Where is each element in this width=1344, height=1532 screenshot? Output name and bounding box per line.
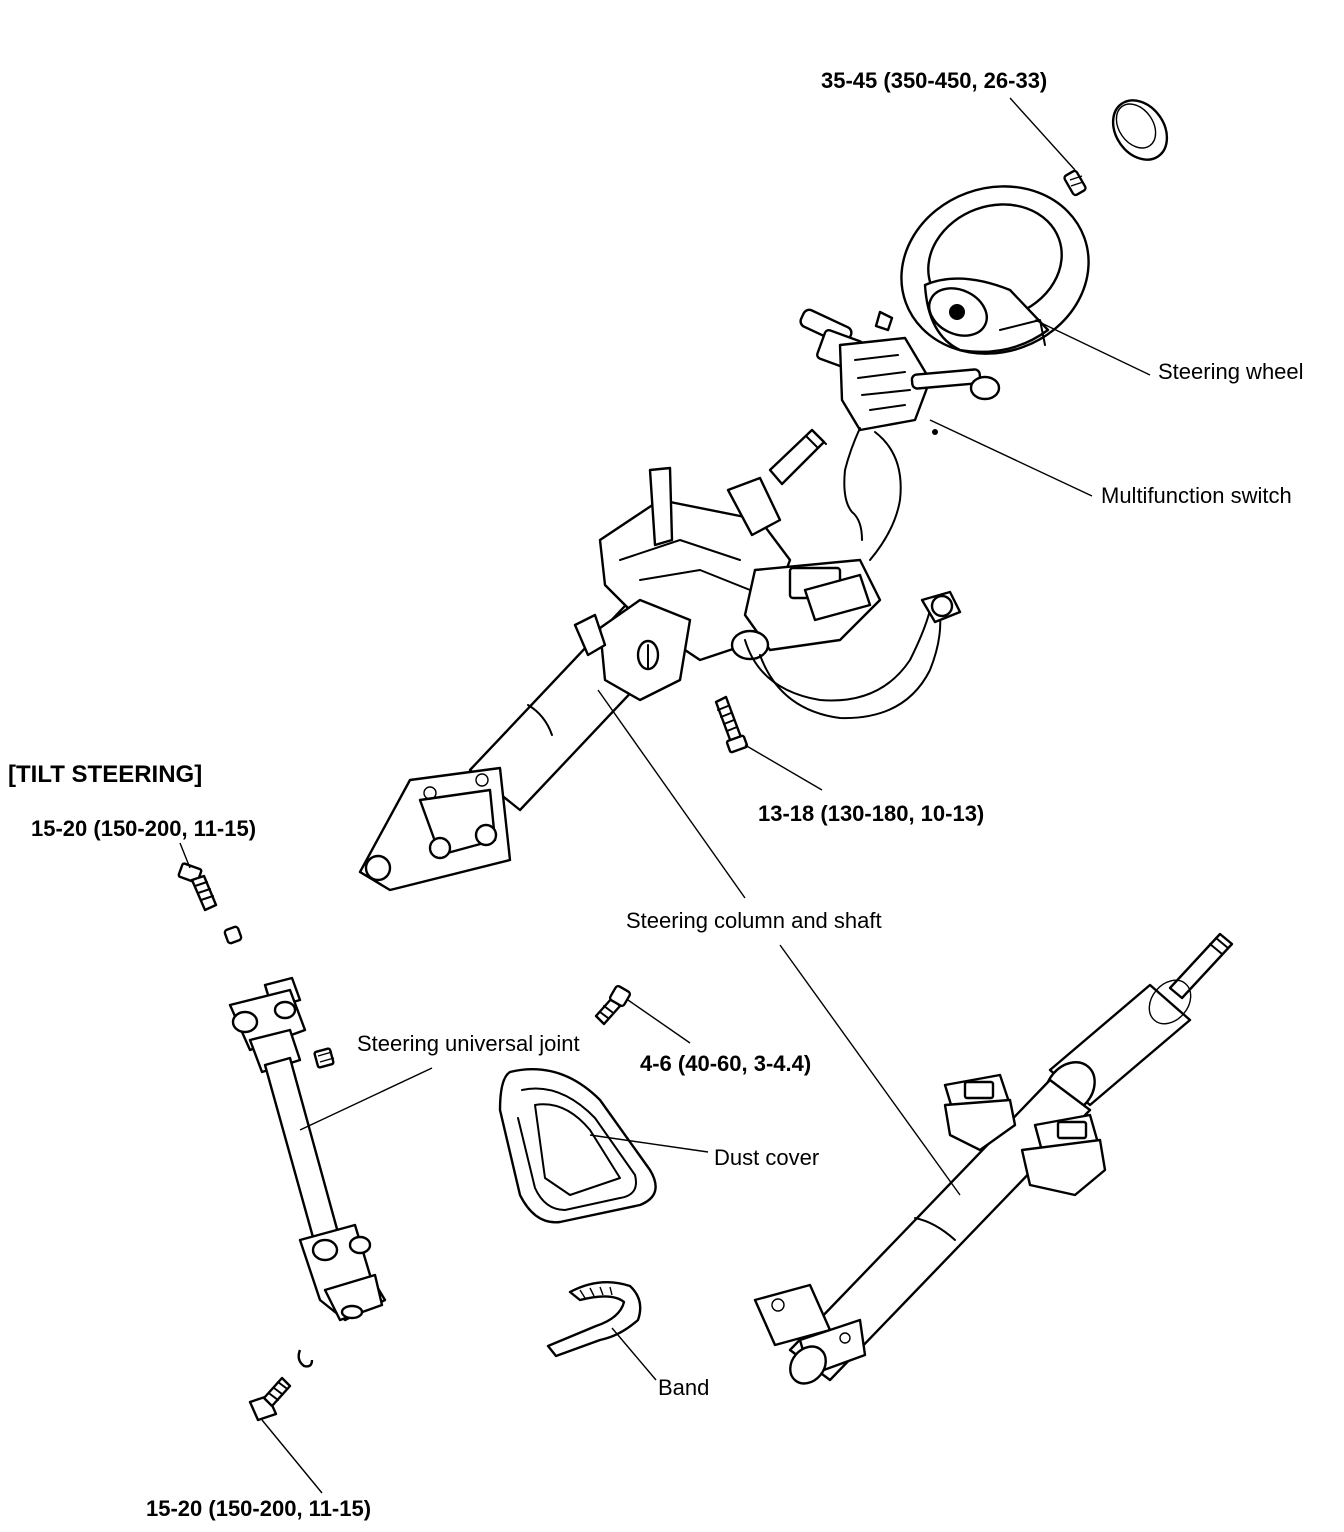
steering-universal-joint bbox=[228, 976, 387, 1322]
lower-joint-bolt bbox=[248, 1349, 314, 1422]
section-title: [TILT STEERING] bbox=[8, 761, 203, 788]
label-steering-column: Steering column and shaft bbox=[626, 908, 882, 933]
steering-wheel bbox=[900, 185, 1090, 355]
tilt-upper-bolt bbox=[177, 862, 243, 945]
label-steering-wheel: Steering wheel bbox=[1158, 359, 1304, 384]
label-band: Band bbox=[658, 1375, 710, 1400]
band bbox=[546, 1280, 642, 1358]
standard-steering-column bbox=[753, 932, 1234, 1385]
steering-wheel-nut bbox=[1063, 169, 1087, 197]
torque-tilt-upper-bolt: 15-20 (150-200, 11-15) bbox=[31, 816, 257, 841]
torque-dust-cover-bolt: 4-6 (40-60, 3-4.4) bbox=[640, 1051, 812, 1076]
label-dust-cover: Dust cover bbox=[714, 1145, 820, 1170]
dust-cover-bolt bbox=[594, 984, 632, 1026]
torque-lower-joint-bolt: 15-20 (150-200, 11-15) bbox=[146, 1496, 372, 1521]
horn-cap bbox=[1111, 99, 1169, 161]
dust-cover bbox=[498, 1068, 657, 1224]
torque-wheel-nut: 35-45 (350-450, 26-33) bbox=[821, 68, 1048, 93]
torque-column-bolt: 13-18 (130-180, 10-13) bbox=[758, 801, 985, 826]
leader-lines bbox=[179, 97, 1151, 1494]
multifunction-switch bbox=[799, 308, 1001, 561]
label-universal-joint: Steering universal joint bbox=[357, 1031, 580, 1056]
label-multifunction-switch: Multifunction switch bbox=[1101, 483, 1292, 508]
tilt-steering-column bbox=[358, 428, 962, 892]
column-mounting-bolt bbox=[714, 695, 749, 754]
